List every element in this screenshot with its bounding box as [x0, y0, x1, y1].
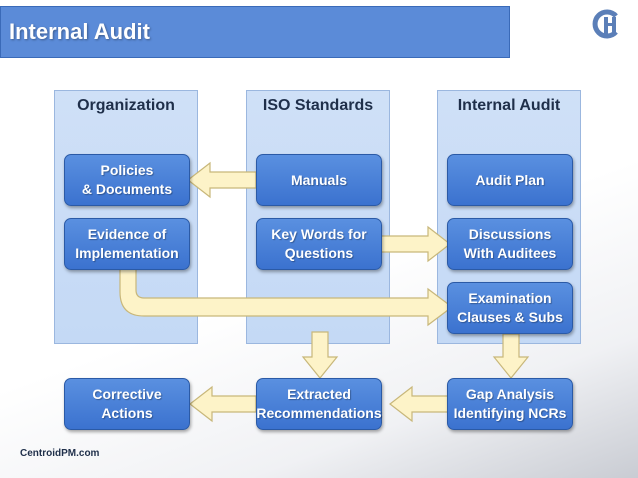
arrow-iso-to-extracted: [301, 331, 339, 379]
footer-brand: CentroidPM.com: [20, 448, 100, 459]
box-gap-analysis: Gap Analysis Identifying NCRs: [447, 378, 573, 430]
box-key-words-for-questions: Key Words for Questions: [256, 218, 382, 270]
column-title-internal-audit: Internal Audit: [457, 97, 561, 114]
title-bar: Internal Audit: [0, 6, 510, 58]
box-discussions-with-auditees: Discussions With Auditees: [447, 218, 573, 270]
box-manuals: Manuals: [256, 154, 382, 206]
arrow-extracted-to-corrective: [189, 385, 257, 423]
box-policies-documents: Policies & Documents: [64, 154, 190, 206]
box-corrective-actions: Corrective Actions: [64, 378, 190, 430]
column-title-organization: Organization: [77, 97, 175, 114]
box-audit-plan: Audit Plan: [447, 154, 573, 206]
centroid-logo-icon: [592, 9, 618, 39]
box-evidence-of-implementation: Evidence of Implementation: [64, 218, 190, 270]
page-title: Internal Audit: [9, 19, 150, 44]
arrow-keywords-to-discussions: [377, 225, 451, 263]
arrow-gap-to-extracted: [389, 385, 449, 423]
arrow-evidence-to-examination: [119, 261, 453, 327]
arrow-examination-to-gap: [492, 333, 530, 379]
column-title-iso-standards: ISO Standards: [262, 97, 374, 114]
arrow-manuals-to-policies: [187, 161, 257, 199]
box-extracted-recommendations: Extracted Recommendations: [256, 378, 382, 430]
box-examination-clauses-subs: Examination Clauses & Subs: [447, 282, 573, 334]
